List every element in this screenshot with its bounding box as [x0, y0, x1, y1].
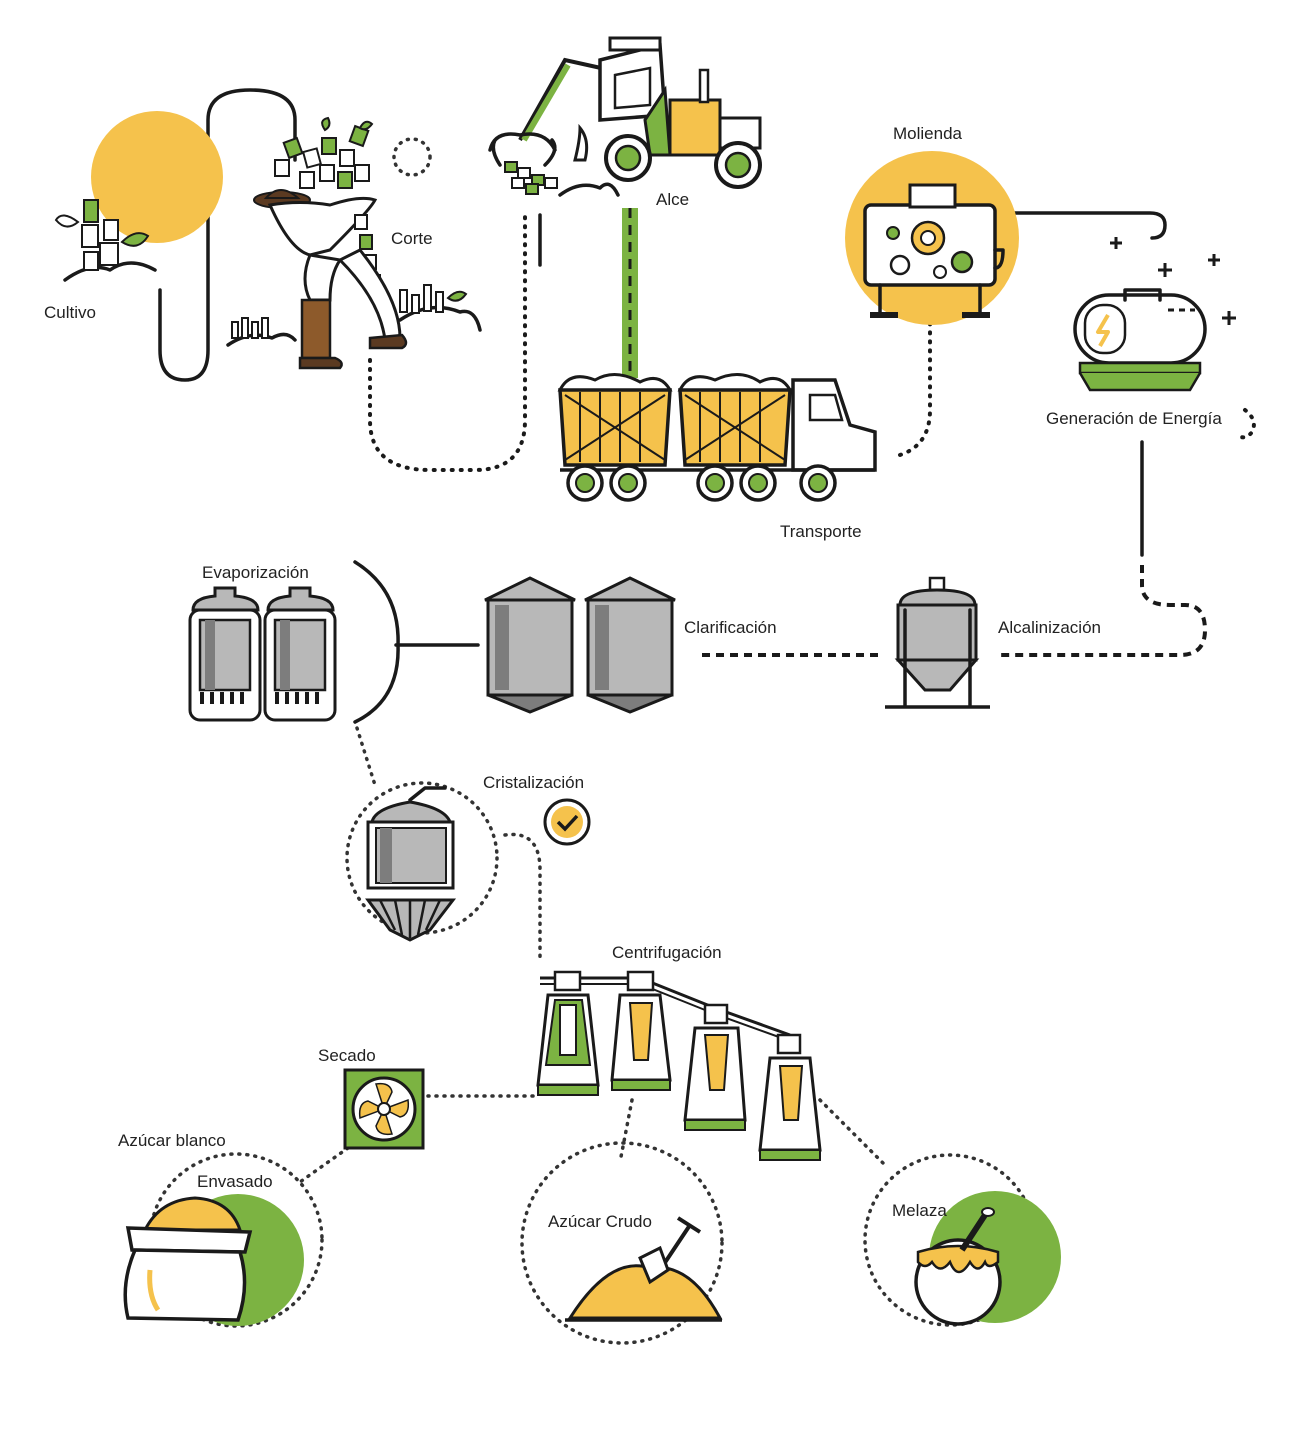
- clarificacion-group: Clarificación: [484, 576, 777, 714]
- clarificacion-label: Clarificación: [684, 618, 777, 637]
- mill-icon: [863, 183, 1005, 318]
- silo-icon: [484, 576, 676, 714]
- evaporizacion-group: Evaporización: [188, 563, 337, 722]
- transporte-group: Transporte: [557, 373, 877, 541]
- centrifuge-icon: [536, 970, 822, 1161]
- alcalinizacion-group: Alcalinización: [885, 576, 1101, 709]
- alce-label: Alce: [656, 190, 689, 209]
- check-icon: [543, 798, 591, 846]
- worker-icon: [226, 116, 482, 370]
- fan-icon: [343, 1068, 425, 1150]
- harvester-icon: [488, 36, 762, 197]
- cristalizacion-group: Cristalización: [365, 773, 591, 942]
- crystallizer-icon: [365, 786, 457, 942]
- sugar-pile-icon: [565, 1216, 723, 1322]
- corte-group: Corte: [226, 116, 482, 370]
- azucar-crudo-group: Azúcar Crudo: [520, 1141, 724, 1345]
- envasado-label: Envasado: [197, 1172, 273, 1191]
- corte-label: Corte: [391, 229, 433, 248]
- generacion-group: Generación de Energía: [1046, 237, 1236, 428]
- battery-icon: [1073, 237, 1236, 392]
- alcalinizacion-label: Alcalinización: [998, 618, 1101, 637]
- centrifugacion-group: Centrifugación: [536, 943, 822, 1161]
- plant-icon: [54, 199, 157, 282]
- sugar-bag-icon: [123, 1196, 253, 1322]
- molasses-pot-icon: [914, 1207, 1002, 1326]
- cultivo-label: Cultivo: [44, 303, 96, 322]
- transporte-label: Transporte: [780, 522, 862, 541]
- evaporizacion-label: Evaporización: [202, 563, 309, 582]
- secado-group: Secado: [318, 1046, 425, 1150]
- secado-label: Secado: [318, 1046, 376, 1065]
- connectors: [158, 88, 1256, 1184]
- cultivo-group: Cultivo: [44, 111, 223, 322]
- azucar-blanco-label: Azúcar blanco: [118, 1131, 226, 1150]
- truck-icon: [557, 373, 877, 502]
- envasado-group: Azúcar blanco Envasado: [118, 1131, 324, 1328]
- cristalizacion-label: Cristalización: [483, 773, 584, 792]
- molienda-label: Molienda: [893, 124, 963, 143]
- generacion-label: Generación de Energía: [1046, 409, 1222, 428]
- tank-icon: [885, 576, 990, 709]
- centrifugacion-label: Centrifugación: [612, 943, 722, 962]
- molienda-group: Molienda: [845, 124, 1019, 325]
- melaza-label: Melaza: [892, 1201, 947, 1220]
- truck-wheels: [566, 464, 837, 502]
- azucar-crudo-label: Azúcar Crudo: [548, 1212, 652, 1231]
- melaza-group: Melaza: [863, 1153, 1061, 1327]
- evaporator-icon: [188, 586, 337, 722]
- alce-group: Alce: [488, 36, 762, 209]
- cultivo-sun: [91, 111, 223, 243]
